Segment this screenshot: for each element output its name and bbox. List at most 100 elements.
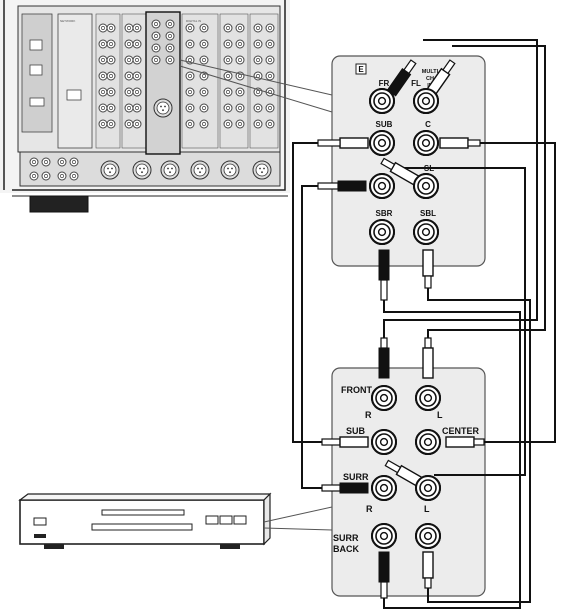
receiver-small-jack (265, 23, 275, 33)
receiver-small-jack (98, 119, 108, 129)
receiver-small-jack (132, 87, 142, 97)
receiver-xlr-jack (160, 160, 180, 180)
receiver-small-jack (57, 171, 67, 181)
receiver-small-jack (124, 39, 134, 49)
cables (292, 39, 556, 609)
receiver-small-jack (185, 23, 195, 33)
label-center: CENTER (442, 426, 480, 436)
label-sub: SUB (346, 426, 366, 436)
receiver-small-jack (265, 55, 275, 65)
receiver-small-jack (132, 23, 142, 33)
receiver-small-jack (235, 55, 245, 65)
receiver-small-jack (223, 23, 233, 33)
label-front-l: L (437, 410, 443, 420)
receiver-small-jack (253, 39, 263, 49)
receiver-small-jack (265, 119, 275, 129)
svg-text:DIGITAL IN: DIGITAL IN (186, 19, 201, 23)
plugs (317, 59, 485, 599)
receiver-small-jack (223, 87, 233, 97)
jack-label-sbr: SBR (376, 209, 393, 218)
receiver-small-jack (223, 71, 233, 81)
receiver-multich-panel: E MULTI CH IN FR FL SUB C SL SBR SBL (331, 55, 486, 267)
receiver-small-jack (106, 23, 116, 33)
label-surr-l: L (424, 504, 430, 514)
receiver-xlr-jack (190, 160, 210, 180)
receiver-small-jack (185, 119, 195, 129)
receiver-small-jack (151, 55, 161, 65)
multi-ch-in-label-2: CH (426, 76, 434, 82)
receiver-small-jack (57, 157, 67, 167)
receiver-small-jack (124, 55, 134, 65)
label-front: FRONT (341, 385, 372, 395)
svg-text:NETWORK: NETWORK (60, 19, 75, 23)
receiver-small-jack (235, 39, 245, 49)
receiver-small-jack (185, 103, 195, 113)
jack-label-fl: FL (411, 79, 421, 88)
receiver-small-jack (29, 157, 39, 167)
receiver-small-jack (98, 71, 108, 81)
receiver-small-jack (69, 157, 79, 167)
receiver-small-jack (124, 23, 134, 33)
receiver-small-jack (41, 171, 51, 181)
receiver-small-jack (199, 87, 209, 97)
receiver-small-jack (151, 31, 161, 41)
label-surr-back-2: BACK (333, 544, 359, 554)
panel-e-label: E (358, 65, 364, 74)
player-illustration (18, 492, 333, 549)
receiver-small-jack (106, 103, 116, 113)
receiver-small-jack (98, 39, 108, 49)
receiver-small-jack (185, 87, 195, 97)
receiver-small-jack (106, 87, 116, 97)
receiver-small-jack (253, 119, 263, 129)
receiver-small-jack (165, 31, 175, 41)
receiver-small-jack (132, 103, 142, 113)
receiver-xlr-jack (132, 160, 152, 180)
receiver-small-jack (253, 55, 263, 65)
receiver-small-jack (235, 103, 245, 113)
receiver-small-jack (132, 71, 142, 81)
receiver-small-jack (151, 43, 161, 53)
receiver-small-jack (69, 171, 79, 181)
receiver-small-jack (98, 55, 108, 65)
receiver-xlr-jack (220, 160, 240, 180)
receiver-small-jack (235, 119, 245, 129)
receiver-small-jack (223, 119, 233, 129)
receiver-small-jack (41, 157, 51, 167)
receiver-small-jack (185, 71, 195, 81)
label-surr-r: R (366, 504, 373, 514)
receiver-small-jack (199, 119, 209, 129)
jack-label-c: C (425, 120, 431, 129)
receiver-small-jack (165, 43, 175, 53)
receiver-xlr-jack (153, 98, 173, 118)
receiver-small-jack (124, 119, 134, 129)
receiver-small-jack (98, 103, 108, 113)
receiver-xlr-jack (100, 160, 120, 180)
receiver-small-jack (151, 19, 161, 29)
receiver-small-jack (106, 71, 116, 81)
receiver-small-jack (124, 71, 134, 81)
label-surr: SURR (343, 472, 369, 482)
label-front-r: R (365, 410, 372, 420)
receiver-small-jack (106, 119, 116, 129)
receiver-illustration: NETWORK DIGITAL IN (0, 0, 290, 213)
receiver-small-jack (199, 39, 209, 49)
receiver-small-jack (265, 39, 275, 49)
receiver-small-jack (106, 55, 116, 65)
receiver-small-jack (199, 103, 209, 113)
receiver-small-jack (132, 55, 142, 65)
receiver-small-jack (199, 55, 209, 65)
receiver-small-jack (165, 19, 175, 29)
receiver-small-jack (223, 39, 233, 49)
receiver-small-jack (235, 87, 245, 97)
receiver-small-jack (223, 103, 233, 113)
receiver-small-jack (199, 23, 209, 33)
jack-label-sbl: SBL (420, 209, 436, 218)
receiver-small-jack (223, 55, 233, 65)
receiver-xlr-jack (252, 160, 272, 180)
jack-label-sub: SUB (376, 120, 393, 129)
jack-label-fr: FR (379, 79, 390, 88)
receiver-small-jack (132, 39, 142, 49)
receiver-small-jack (124, 103, 134, 113)
receiver-small-jack (106, 39, 116, 49)
